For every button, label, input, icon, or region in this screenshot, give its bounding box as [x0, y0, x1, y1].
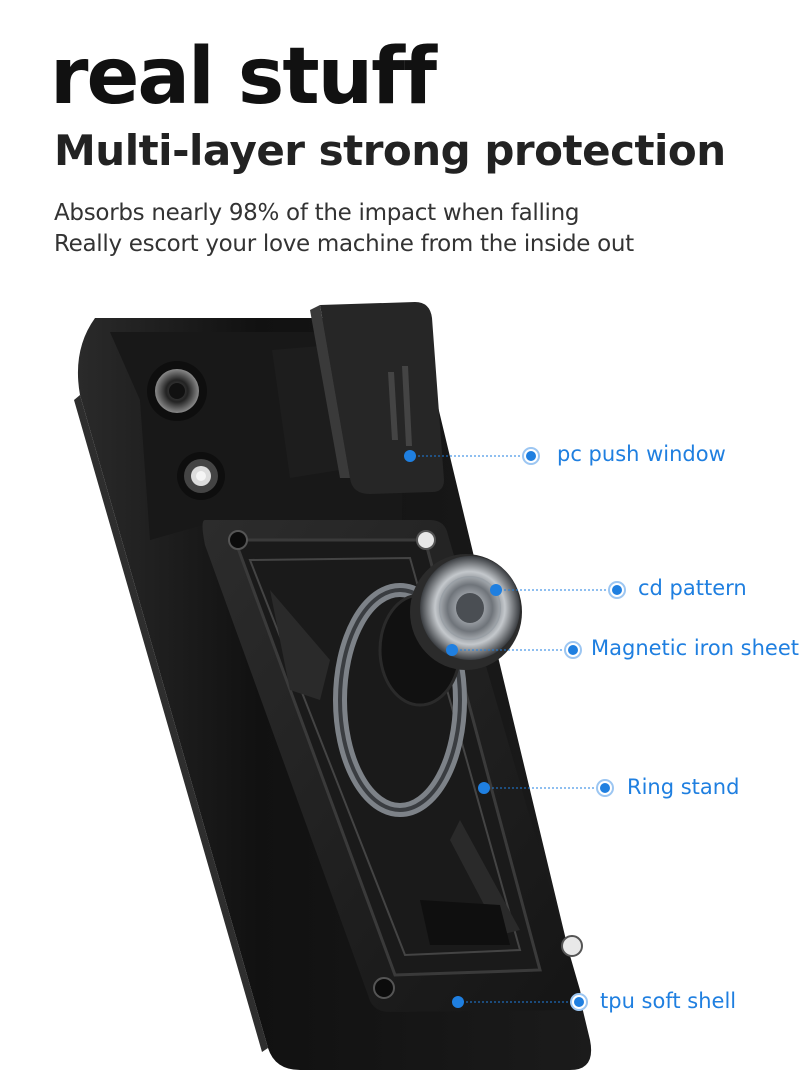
description-line-1: Absorbs nearly 98% of the impact when fa… [54, 200, 580, 226]
callout-label-ring-stand: Ring stand [627, 775, 740, 799]
callout-magnetic-iron-sheet [446, 641, 582, 659]
callout-pc-push-window [404, 447, 540, 465]
callout-label-tpu-soft-shell: tpu soft shell [600, 989, 737, 1013]
callout-cd-pattern [490, 581, 626, 599]
armor-back-plate [202, 520, 583, 1012]
callout-tpu-soft-shell [452, 993, 588, 1011]
callout-label-pc-push-window: pc push window [557, 442, 726, 466]
callout-label-cd-pattern: cd pattern [638, 576, 747, 600]
subheadline: Multi-layer strong protection [54, 126, 726, 175]
callout-ring-stand [478, 779, 614, 797]
pc-push-window [272, 302, 444, 494]
headline: real stuff [50, 32, 437, 122]
cd-pattern-disc [410, 554, 522, 670]
camera-lens [147, 361, 207, 421]
callout-label-magnetic-iron-sheet: Magnetic iron sheet [591, 636, 800, 660]
camera-flash [177, 452, 225, 500]
description-line-2: Really escort your love machine from the… [54, 231, 634, 257]
